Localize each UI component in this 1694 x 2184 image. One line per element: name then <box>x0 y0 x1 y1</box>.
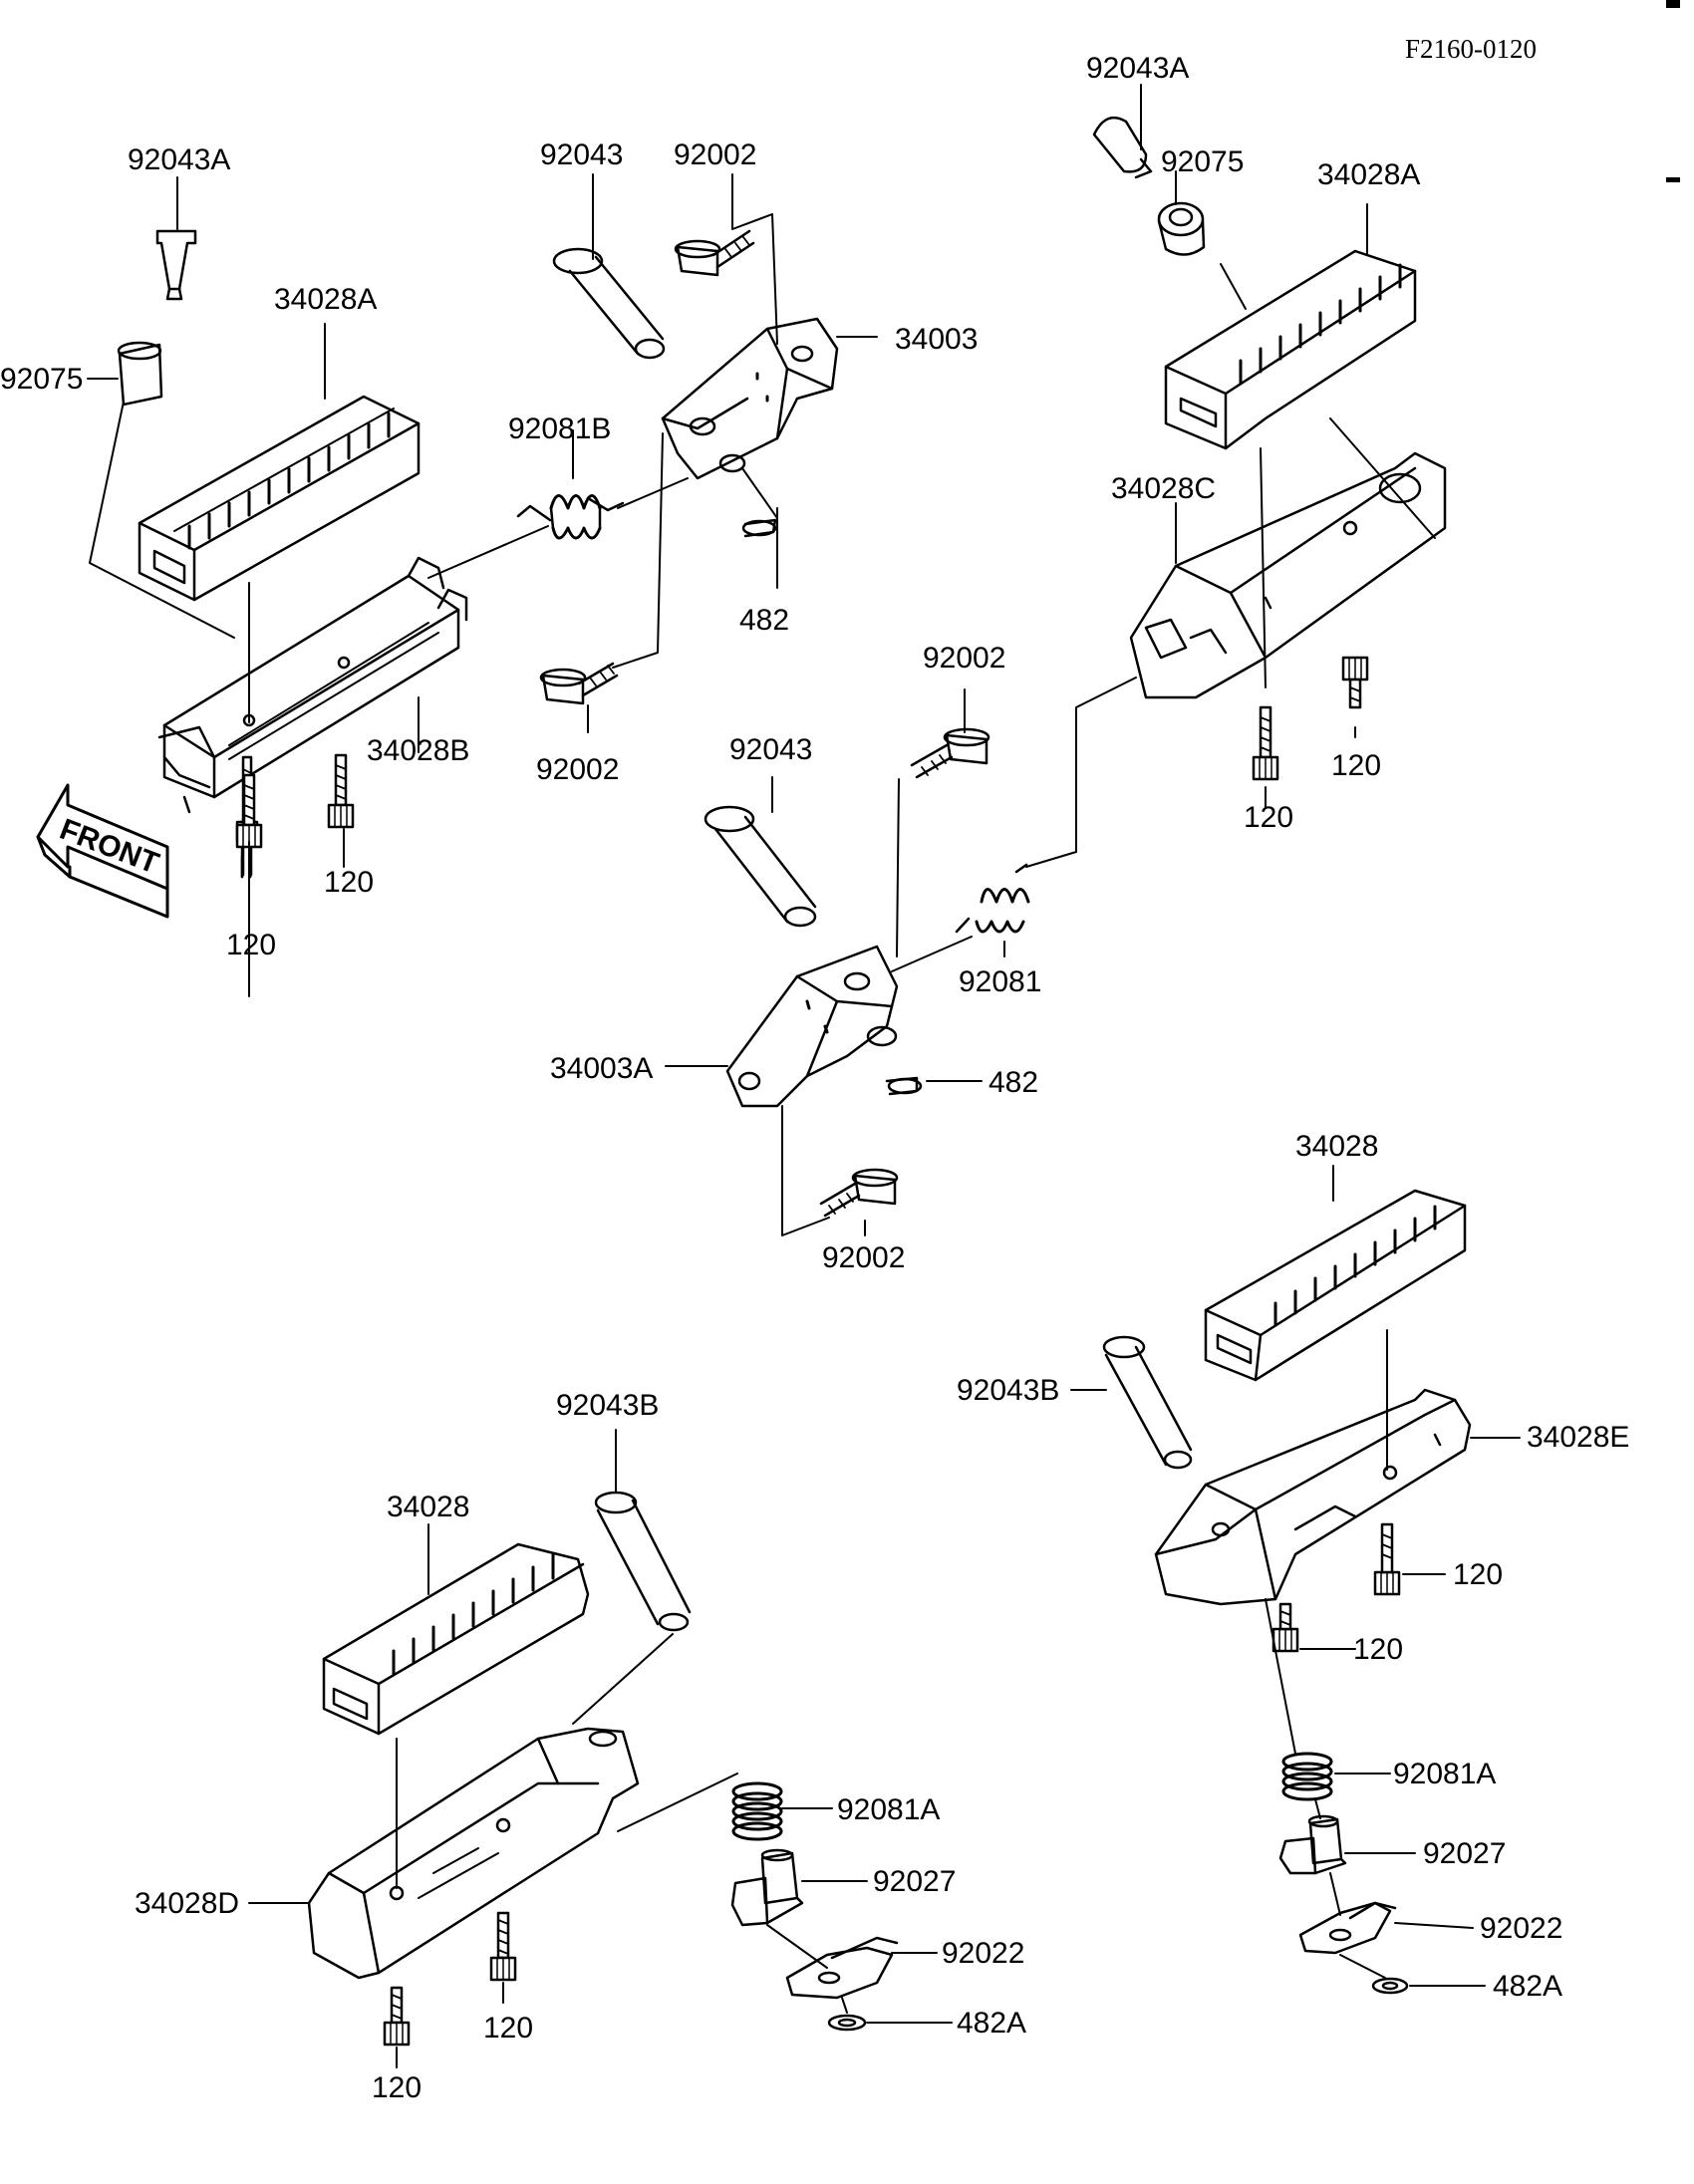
plate-92022-left <box>785 1936 899 2000</box>
callout-120-right-a: 120 <box>1244 801 1293 834</box>
pin-92043-top <box>552 247 666 360</box>
callout-120-br-a: 120 <box>1453 1558 1503 1591</box>
circlip-482-center <box>885 1076 923 1096</box>
spring-92081A-right <box>1281 1752 1333 1801</box>
footpeg-assembly-front-left <box>117 229 468 879</box>
callout-120-bl-b: 120 <box>483 2012 533 2045</box>
callout-34003A: 34003A <box>550 1052 653 1085</box>
spring-92081 <box>955 863 1030 934</box>
bolts-left-group <box>235 753 355 849</box>
page-edge-mark <box>1666 177 1680 182</box>
bracket-34003 <box>516 229 839 705</box>
callout-92075-left: 92075 <box>0 363 83 396</box>
footpeg-assembly-front-right <box>1092 116 1447 781</box>
bolt-92002-mid <box>539 662 619 705</box>
callout-92043A-right: 92043A <box>1086 52 1189 85</box>
callout-34028D: 34028D <box>135 1887 239 1920</box>
callout-92081A-right: 92081A <box>1393 1758 1496 1790</box>
callout-92002-top: 92002 <box>674 138 756 171</box>
pin-92043B-left <box>594 1491 692 1632</box>
pin-92043A-left <box>155 229 197 301</box>
callout-92043B-left: 92043B <box>556 1389 659 1422</box>
callout-92081: 92081 <box>959 965 1041 998</box>
leader-lines <box>87 84 1521 2068</box>
bolt-92002-bottom <box>819 1168 899 1218</box>
bolt-120-br-b <box>1271 1602 1299 1653</box>
circlip-482-top <box>741 518 777 538</box>
page-edge-mark <box>1666 0 1680 8</box>
callout-482A-left: 482A <box>957 2007 1026 2040</box>
callout-34028A-left: 34028A <box>274 283 377 316</box>
diagram-code: F2160-0120 <box>1405 34 1537 64</box>
callout-34028-right: 34028 <box>1295 1130 1378 1163</box>
rubber-34028-right <box>1204 1189 1467 1382</box>
callout-34028C: 34028C <box>1111 472 1216 505</box>
callout-120-bl-a: 120 <box>372 2071 422 2104</box>
rubber-34028A-left <box>138 395 421 602</box>
footpeg-34028C <box>1129 451 1447 699</box>
callout-92081B: 92081B <box>508 412 611 445</box>
bolt-120-bl-b <box>489 1911 517 1982</box>
pin-92043-center <box>704 805 817 928</box>
spring-92081A-left <box>731 1781 783 1841</box>
callout-120-right-b: 120 <box>1331 749 1381 782</box>
callout-34028B: 34028B <box>367 734 469 767</box>
circlip-482A-right <box>1371 1977 1409 1995</box>
plunger-92027-left <box>730 1848 804 1927</box>
callout-120-left-b: 120 <box>324 866 374 899</box>
callout-92027-right: 92027 <box>1423 1837 1506 1870</box>
callout-120-br-b: 120 <box>1353 1633 1403 1666</box>
circlip-482A-left <box>827 2014 867 2032</box>
callout-482-top: 482 <box>739 604 789 637</box>
callout-482A-right: 482A <box>1493 1970 1562 2003</box>
pin-92043A-right <box>1092 116 1153 179</box>
bolt-92002-center <box>910 727 990 779</box>
bolt-120-br-a <box>1373 1522 1401 1596</box>
rubber-34028-left <box>322 1542 590 1736</box>
bolt-120-bl-a <box>383 1986 411 2047</box>
rubber-34028A-right <box>1164 249 1417 450</box>
front-arrow: FRONT <box>36 783 169 919</box>
callout-92002-center: 92002 <box>923 642 1005 675</box>
callout-92022-left: 92022 <box>942 1937 1024 1970</box>
callout-92075-right: 92075 <box>1161 145 1244 178</box>
footpeg-34028E <box>1154 1388 1472 1606</box>
callout-92022-right: 92022 <box>1480 1912 1562 1945</box>
bracket-34003A <box>704 727 1030 1218</box>
callout-92002-mid: 92002 <box>536 753 619 786</box>
plunger-92027-right <box>1278 1814 1347 1875</box>
footpeg-assembly-rear-right <box>1102 1189 1472 1995</box>
spring-92081B <box>516 494 625 540</box>
callout-92027-left: 92027 <box>873 1865 956 1898</box>
callout-34003: 34003 <box>895 323 978 356</box>
callout-92043B-right: 92043B <box>957 1374 1059 1407</box>
callout-120-left-a: 120 <box>226 929 276 961</box>
collar-92075-left <box>117 341 163 407</box>
callout-482-center: 482 <box>988 1066 1038 1099</box>
callout-92043-top: 92043 <box>540 138 623 171</box>
bolt-120-right-b <box>1341 656 1369 709</box>
callouts: 92043A 92075 34028A 34028B 120 120 92043… <box>0 52 1629 2104</box>
callout-92081A-left: 92081A <box>837 1793 940 1826</box>
callout-34028-left: 34028 <box>387 1491 469 1523</box>
plate-92022-right <box>1298 1901 1397 1955</box>
callout-92002-bottom: 92002 <box>822 1241 905 1274</box>
callout-92043-center: 92043 <box>729 733 812 766</box>
callout-92043A-left: 92043A <box>128 143 230 176</box>
callout-34028A-right: 34028A <box>1317 158 1420 191</box>
bolt-92002-top <box>674 229 755 277</box>
footpeg-34028D <box>307 1727 640 1980</box>
collar-92075-right <box>1157 201 1206 256</box>
footpeg-34028B <box>157 556 468 814</box>
callout-34028E: 34028E <box>1527 1421 1629 1454</box>
bolt-120-right-a <box>1252 705 1279 781</box>
pin-92043B-right <box>1102 1335 1193 1470</box>
